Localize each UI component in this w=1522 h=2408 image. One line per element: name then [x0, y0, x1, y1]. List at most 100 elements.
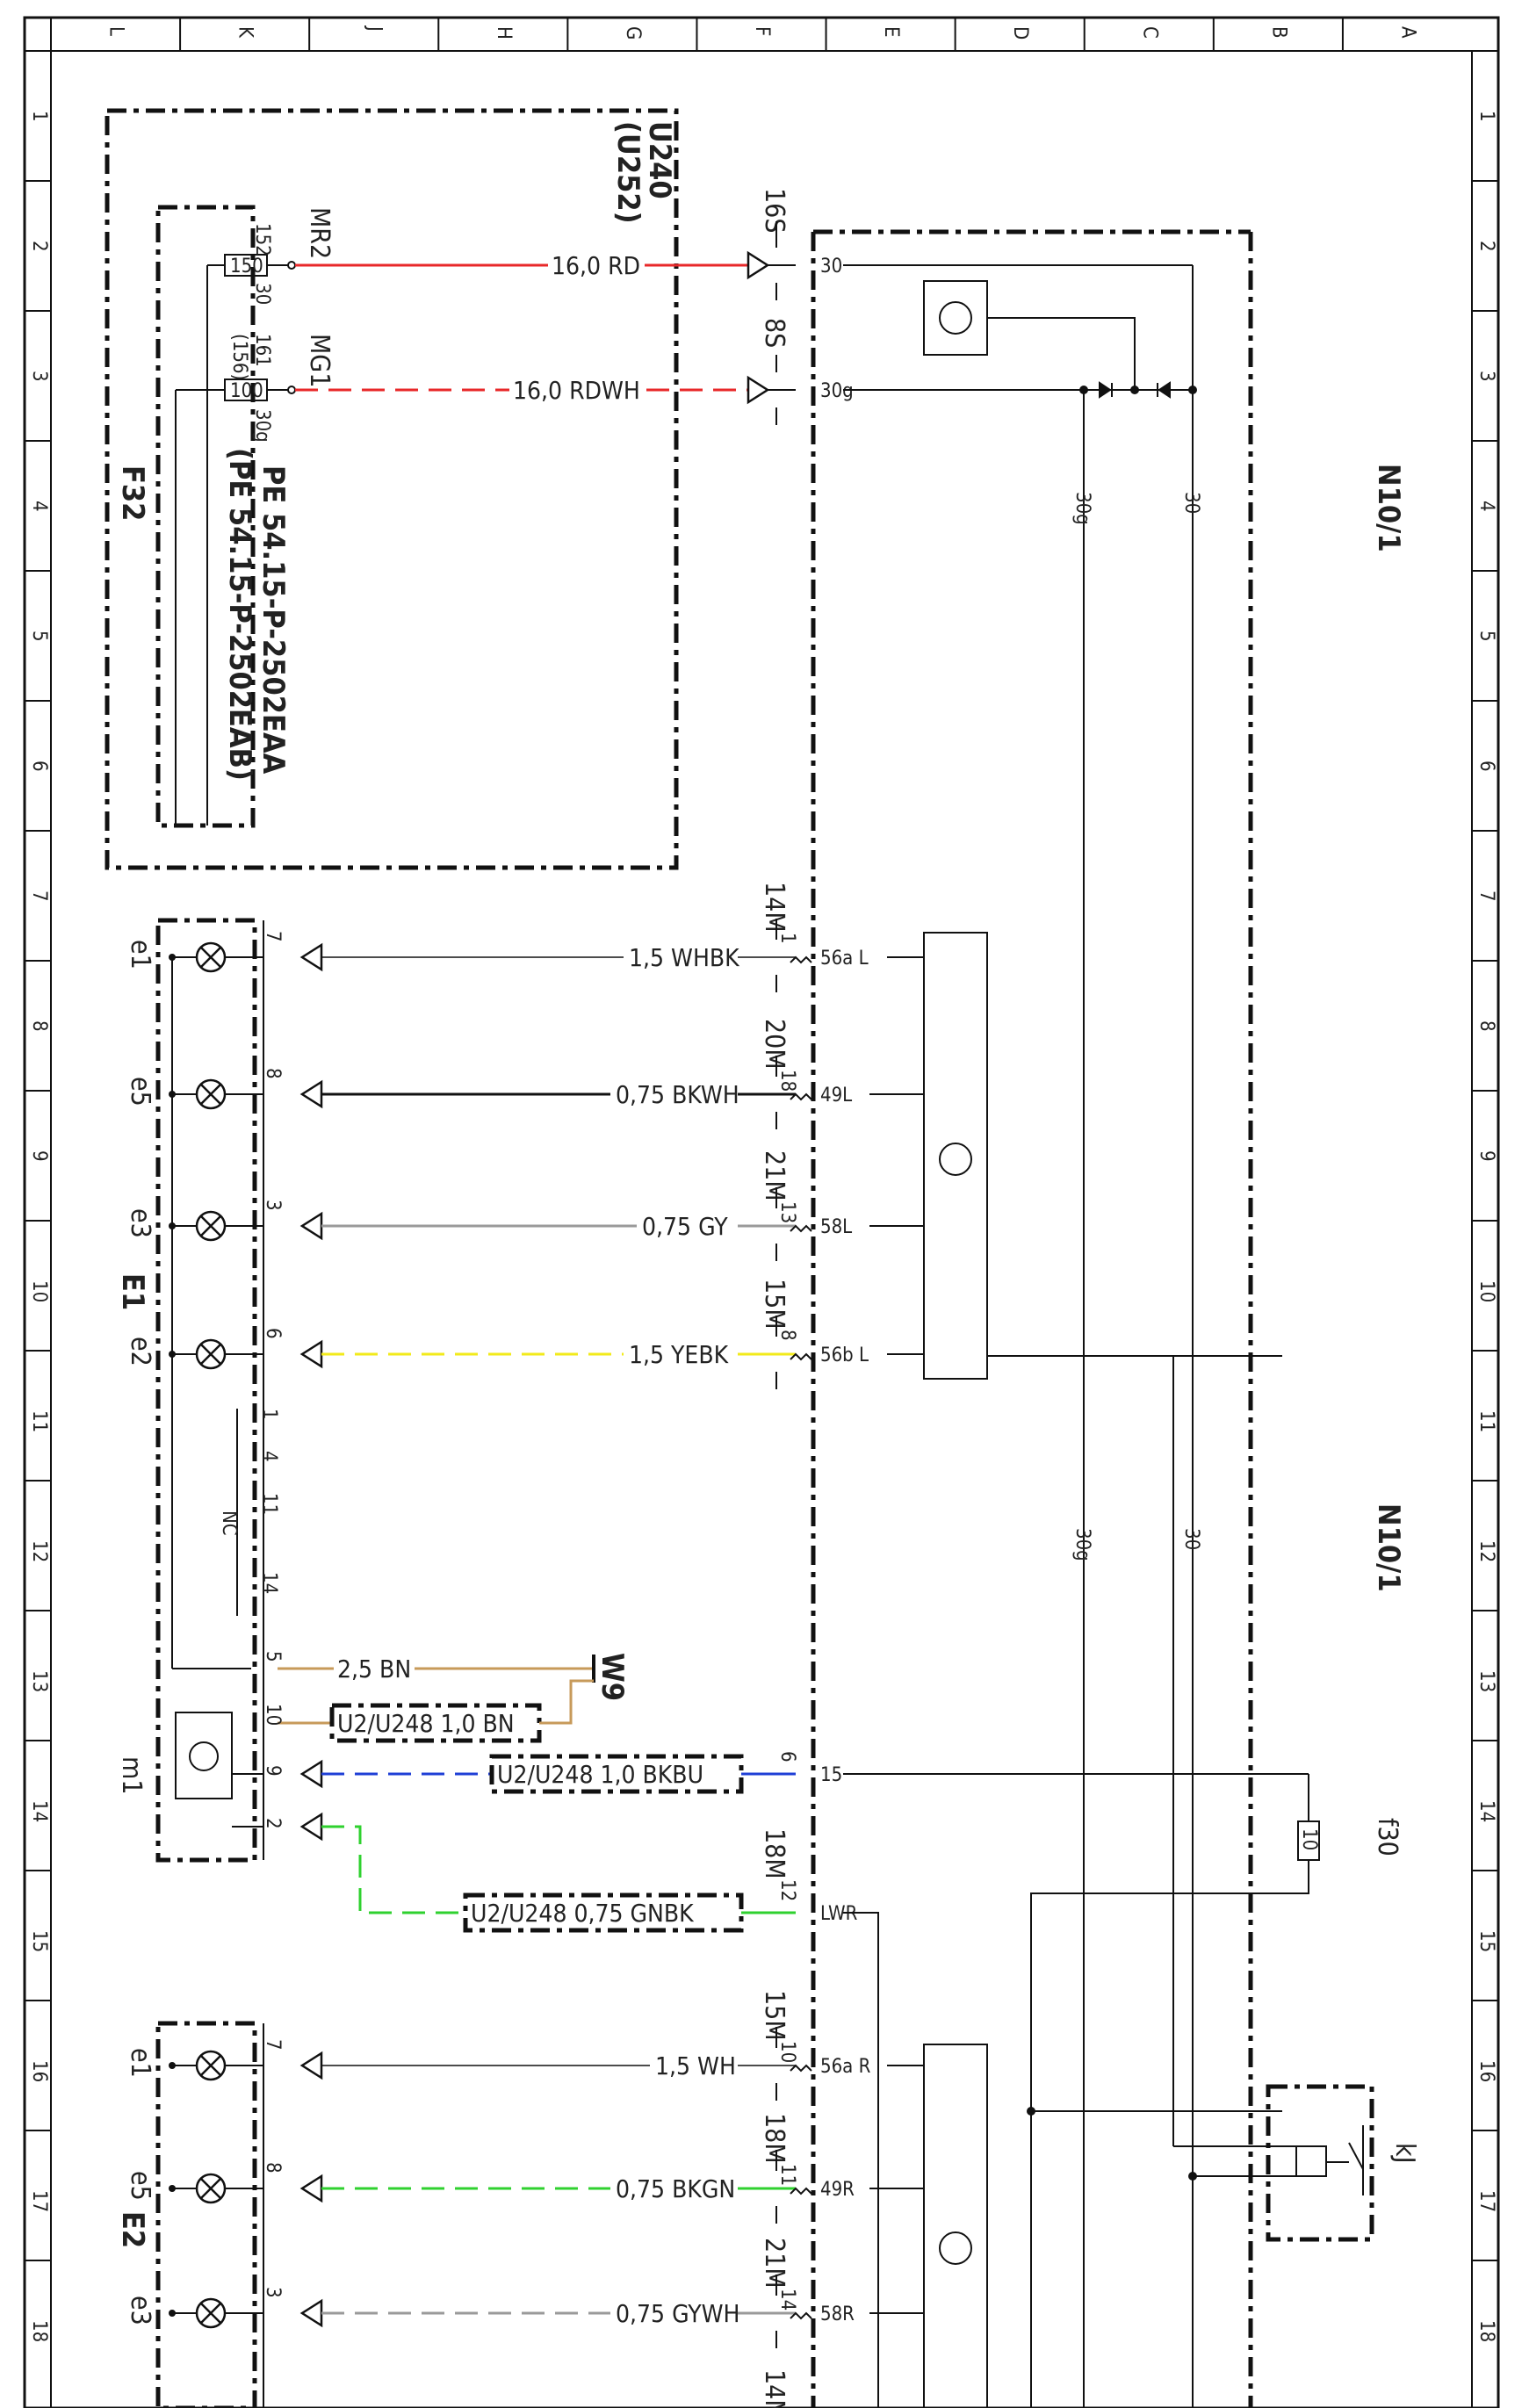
row-label-right: 16 [1475, 2060, 1497, 2082]
fuse-150-pin-bottom: 30 [251, 283, 273, 305]
connector-pin-label: 18 [776, 1070, 798, 1092]
relay-kj-box [1266, 2084, 1374, 2242]
bus-30g-label-2: 30g [1071, 1528, 1093, 1561]
module-pin-label: 58R [820, 2303, 855, 2325]
wire-label: 0,75 BKGN [616, 2174, 735, 2203]
connector-pin-label: 1 [776, 933, 798, 944]
row-label-left: 6 [28, 761, 50, 772]
row-label-left: 15 [28, 1930, 50, 1952]
lamp-pin-label: 7 [262, 931, 284, 942]
frame-border [23, 16, 1500, 2408]
wire-label: 0,75 GY [642, 1212, 728, 1241]
module-pin-label: 58L [820, 1216, 852, 1238]
f32-box [155, 205, 256, 828]
f32-label: F32 [115, 465, 150, 521]
wire-bkbu-label: U2/U248 1,0 BKBU [497, 1760, 703, 1789]
bus-30-label-2: 30 [1180, 1528, 1202, 1550]
row-label-right: 2 [1475, 241, 1497, 252]
motor-icon [189, 1741, 219, 1771]
lamp-label: e1 [125, 940, 155, 970]
lamp-label: e3 [125, 1208, 155, 1238]
module-pin-label: 56b L [820, 1345, 869, 1366]
wire-25-bn-label: 2,5 BN [337, 1655, 411, 1683]
connector-pin-label: 11 [776, 2164, 798, 2186]
connector-8s-label: 8S [759, 318, 790, 348]
plug-zigzag [790, 2064, 812, 2073]
wire-label: 0,75 BKWH [616, 1080, 739, 1109]
row-label-left: 10 [28, 1280, 50, 1302]
row-label-left: 4 [28, 501, 50, 512]
pe-ref-1: PE 54.15-P-2502EAA [256, 465, 291, 775]
fuse-100-alt: (156) [228, 334, 250, 380]
mg1-label: MG1 [304, 334, 335, 387]
n10-1-top-label: N10/1 [1371, 464, 1406, 552]
wire-16-rdwh-label: 16,0 RDWH [513, 376, 640, 405]
column-label: J [364, 25, 386, 32]
fuse-f30 [1297, 1820, 1320, 1861]
relay-contact [1326, 2125, 1364, 2195]
row-label-left: 7 [28, 890, 50, 902]
column-label: L [105, 26, 127, 36]
pin-lwr-label: LWR [820, 1903, 858, 1925]
connector-label: 15M [759, 1279, 790, 1330]
diode-1 [1099, 381, 1113, 399]
row-label-right: 18 [1475, 2320, 1497, 2342]
wire-label: 1,5 WH [655, 2051, 736, 2080]
connector-pin-label: 10 [776, 2041, 798, 2063]
lamp-pin-label: 6 [262, 1328, 284, 1339]
wire-16-rd-label: 16,0 RD [552, 251, 640, 280]
m1-motor [175, 1712, 233, 1799]
column-label: K [234, 26, 256, 39]
kj-label: kJ [1389, 2143, 1420, 2164]
wire-10-bn-label: U2/U248 1,0 BN [337, 1709, 515, 1738]
connector-label: 14M [759, 882, 790, 933]
row-label-right: 15 [1475, 1930, 1497, 1952]
connector-label: 18M [759, 2113, 790, 2164]
fuse-100-value: 100 [230, 380, 263, 402]
module-pin-label: 49L [820, 1085, 852, 1107]
spare-pin-4: 4 [258, 1451, 280, 1462]
fuse-f30-value: 10 [1298, 1828, 1320, 1850]
nc-label: NC [218, 1510, 240, 1536]
lamp-pin-label: 7 [262, 2039, 284, 2051]
connector-arrow [299, 1079, 323, 1109]
control-unit-right [923, 2044, 988, 2408]
connector-arrow [299, 1211, 323, 1241]
row-label-left: 1 [28, 111, 50, 122]
row-label-right: 14 [1475, 1800, 1497, 1822]
lamp-label: e1 [125, 2048, 155, 2078]
u240-label: U240 [642, 121, 677, 199]
connector-pin-label: 13 [776, 1201, 798, 1223]
bkbu-cpin: 6 [776, 1751, 798, 1763]
u2-u248-box-2 [489, 1754, 744, 1794]
wire-label: 0,75 GYWH [616, 2299, 739, 2328]
connector-14m-bottom: 14M [759, 2369, 790, 2408]
column-label: H [493, 26, 515, 40]
bus-30-label-1: 30 [1180, 492, 1202, 514]
module-pin-label: 56a R [820, 2056, 871, 2078]
pin-9-label: 9 [262, 1765, 284, 1777]
row-label-left: 5 [28, 631, 50, 642]
row-label-left: 9 [28, 1150, 50, 1162]
connector-arrow [299, 2298, 323, 2328]
plug-zigzag [790, 1092, 812, 1101]
connector-label: 20M [759, 1019, 790, 1070]
module-pin-label: 56a L [820, 948, 869, 970]
fuse-150-value: 150 [230, 256, 263, 278]
u240-box [105, 108, 679, 870]
column-label: C [1138, 26, 1160, 39]
row-label-right: 8 [1475, 1020, 1497, 1032]
connector-pin-label: 8 [776, 1330, 798, 1341]
diode-2 [1157, 381, 1171, 399]
control-unit-top [923, 280, 988, 356]
node-mg1 [287, 386, 296, 394]
row-label-left: 18 [28, 2320, 50, 2342]
pin-30-label: 30 [820, 256, 842, 278]
column-label: A [1396, 26, 1418, 39]
lamp-pin-label: 8 [262, 1068, 284, 1079]
fuse-100-pin-top: 161 [251, 334, 273, 367]
row-label-left: 14 [28, 1800, 50, 1822]
row-label-right: 1 [1475, 111, 1497, 122]
